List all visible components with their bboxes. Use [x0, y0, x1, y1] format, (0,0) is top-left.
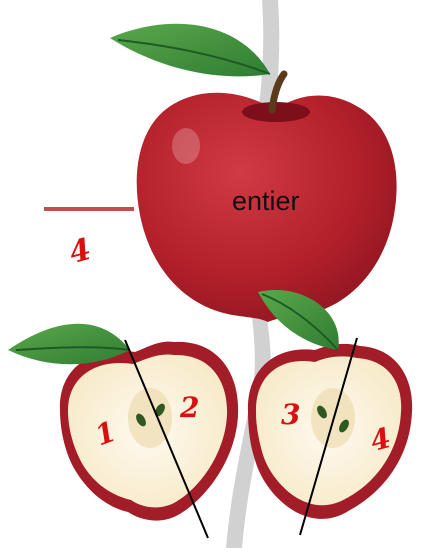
fraction-bar	[44, 207, 134, 211]
leaf	[110, 24, 270, 77]
whole-apple-label: entier	[232, 186, 300, 217]
right-apple-half	[248, 290, 412, 519]
left-apple-half	[8, 324, 238, 521]
piece-label-2: 2	[180, 394, 199, 422]
whole-apple	[110, 24, 397, 322]
piece-label-3: 3	[281, 401, 300, 429]
